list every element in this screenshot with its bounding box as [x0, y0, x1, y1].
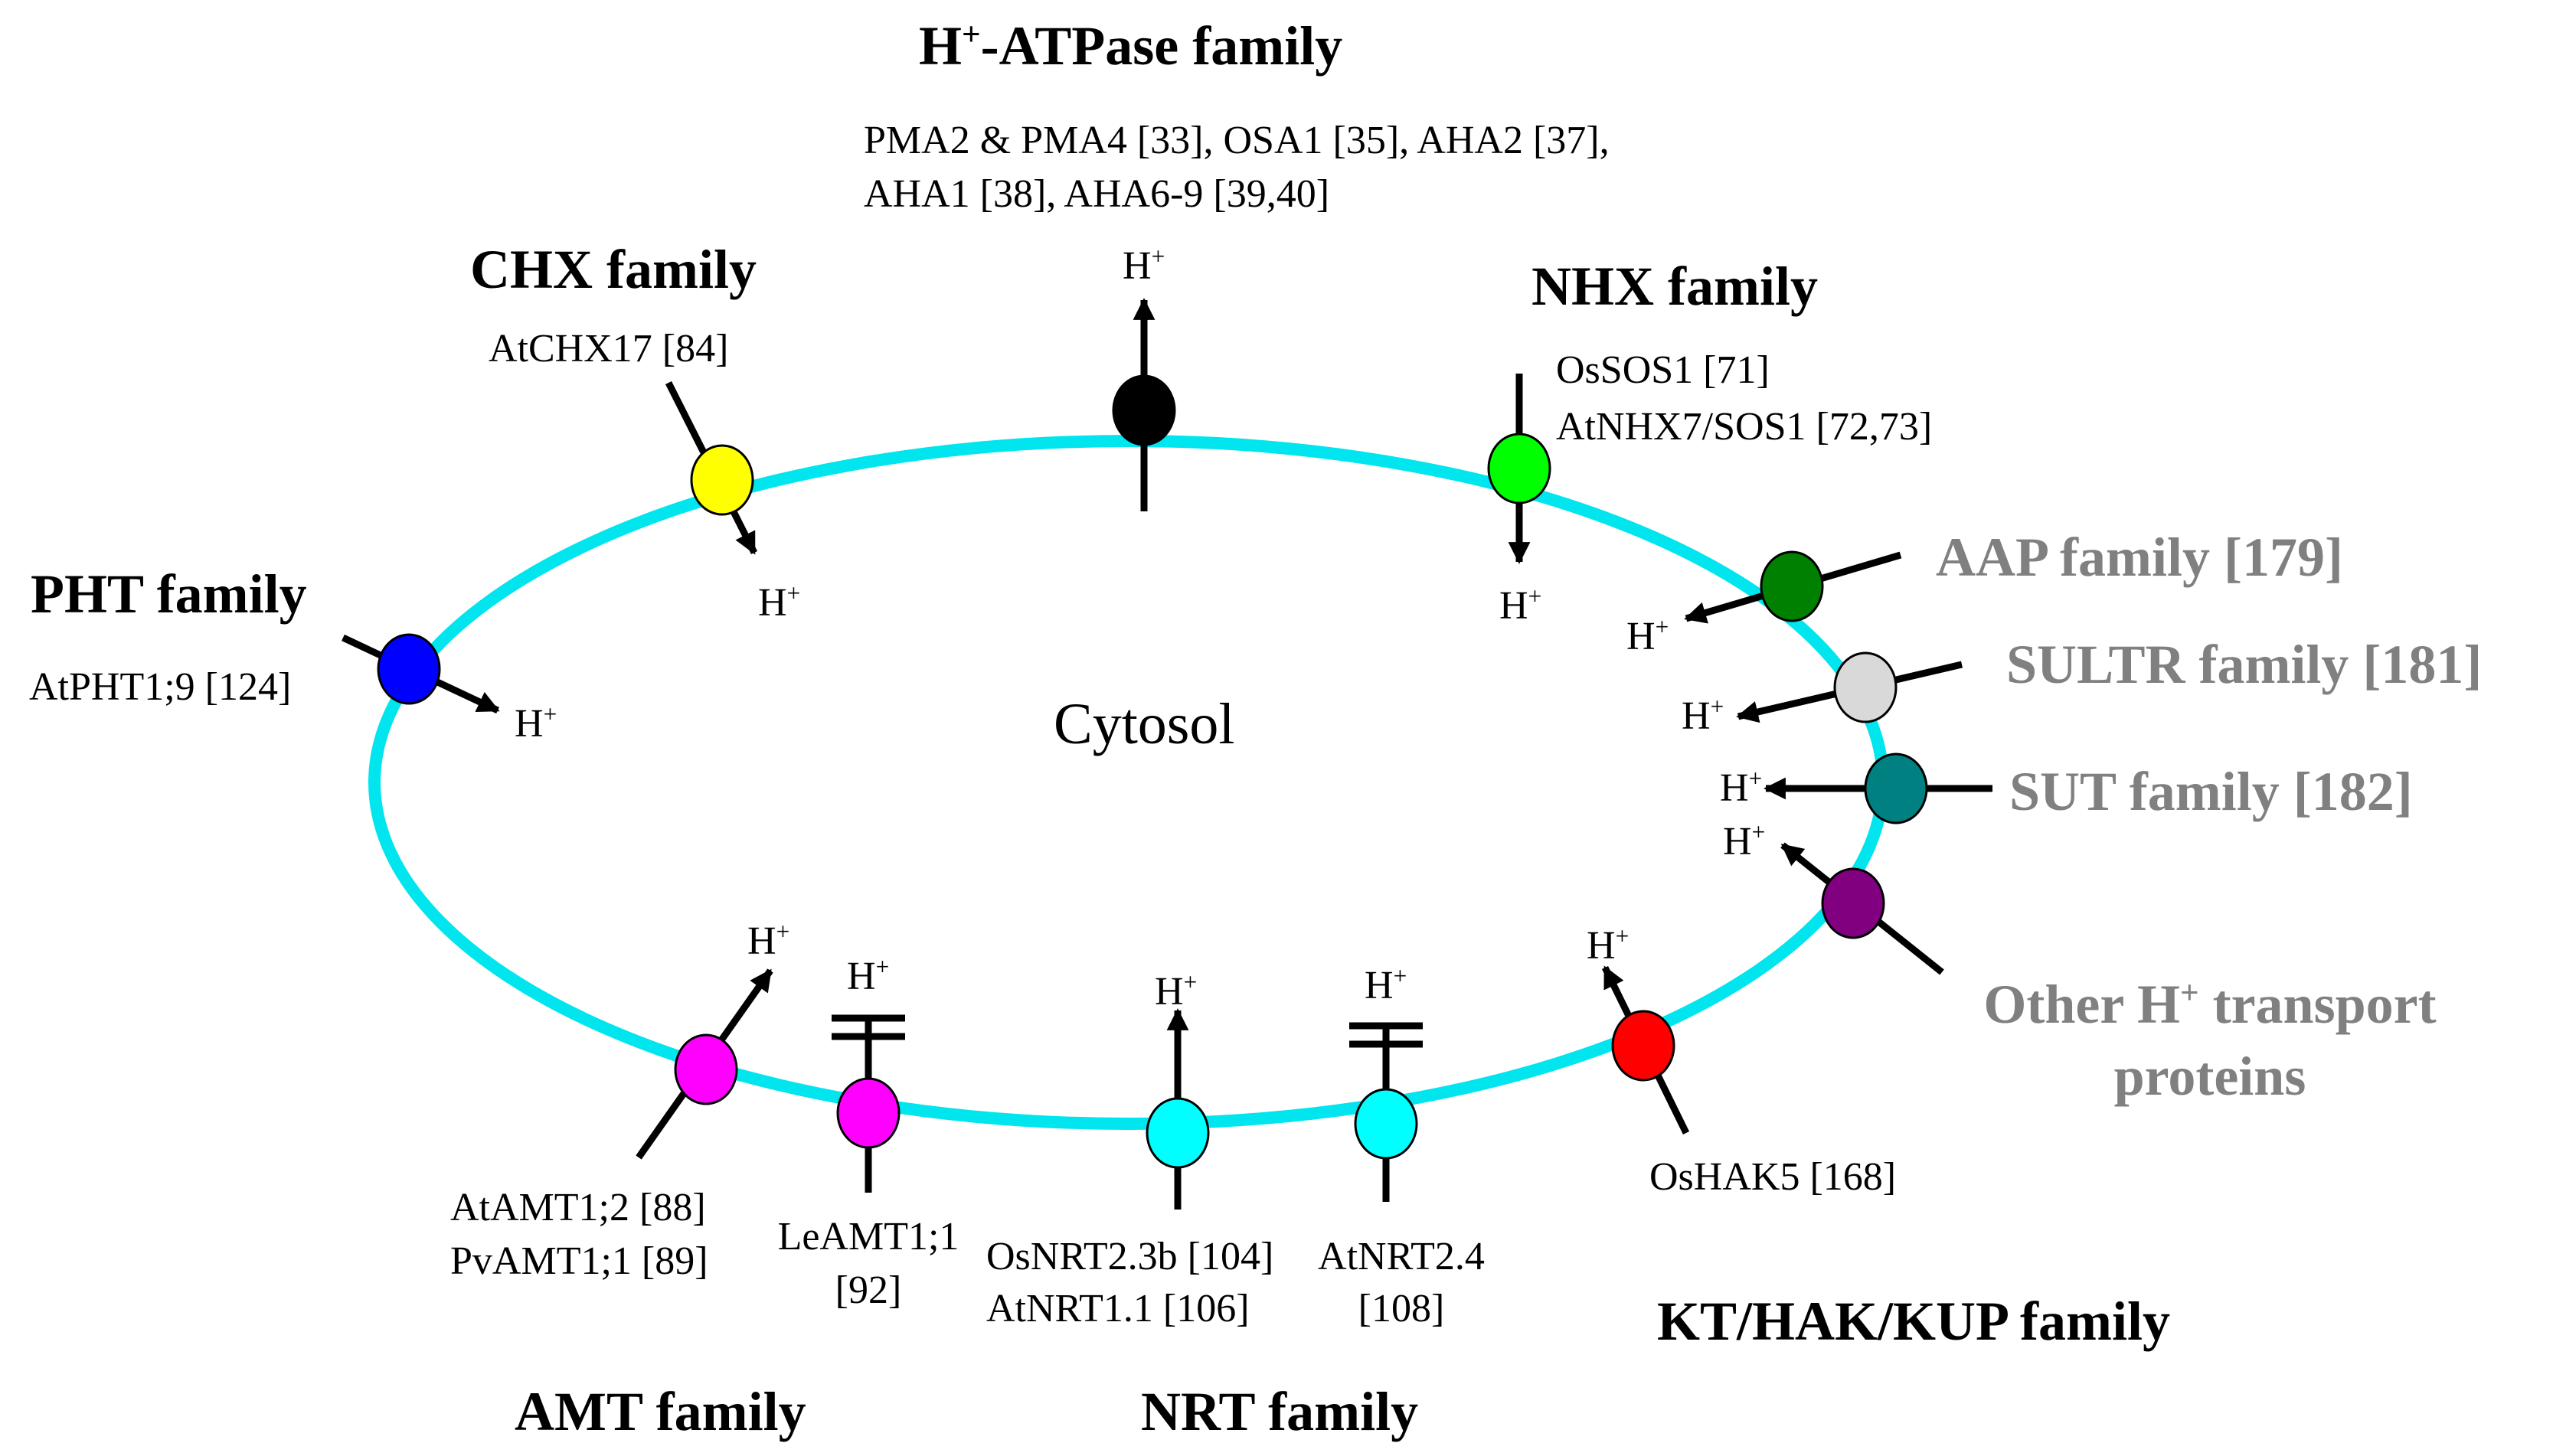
ion-charge: +: [1615, 922, 1630, 950]
nrt-a-members-line2: AtNRT1.1 [106]: [986, 1287, 1250, 1330]
ion-symbol: H: [1123, 244, 1152, 288]
other-h-ion: H+: [1723, 818, 1766, 863]
nhx-h-ion: H+: [1499, 583, 1542, 628]
nrt-a-h-ion: H+: [1155, 968, 1198, 1014]
sultr-transporter: [1833, 651, 1898, 723]
kup-transporter: [1611, 1010, 1675, 1082]
ion-symbol: H: [1499, 584, 1528, 628]
ion-symbol: H: [1587, 924, 1616, 968]
kup-h-ion: H+: [1587, 922, 1630, 968]
nrt-a-transporter: [1146, 1097, 1210, 1169]
ion-symbol: H: [758, 581, 787, 625]
amt-a-members-line1: AtAMT1;2 [88]: [450, 1186, 706, 1229]
ion-charge: +: [875, 953, 890, 981]
chx-transporter: [690, 444, 754, 516]
chx-family-title: CHX family: [470, 239, 757, 300]
amt-a-members-line2: PvAMT1;1 [89]: [450, 1239, 708, 1283]
h-atpase-members-line2: AHA1 [38], AHA6-9 [39,40]: [864, 172, 1330, 216]
kup-members: OsHAK5 [168]: [1649, 1155, 1897, 1199]
ion-charge: +: [1655, 613, 1669, 641]
h-atpase-title-sup: +: [962, 17, 981, 53]
pht-transporter: [377, 633, 441, 705]
h-atpase-title-suffix: -ATPase family: [980, 15, 1343, 77]
amt-b-members-line1: LeAMT1;1: [777, 1215, 959, 1258]
amt-b-transporter: [836, 1077, 901, 1149]
nrt-b-members-line1: AtNRT2.4: [1318, 1235, 1485, 1278]
sultr-h-ion: H+: [1682, 693, 1724, 738]
ion-charge: +: [1751, 818, 1766, 846]
sut-transporter: [1864, 752, 1928, 824]
h-atpase-transporter: [1112, 374, 1176, 446]
chx-h-ion: H+: [758, 579, 801, 625]
h-atpase-h-ion: H+: [1123, 243, 1165, 288]
amt-a-transporter: [674, 1033, 738, 1105]
ion-symbol: H: [1682, 694, 1711, 738]
sut-family-title: SUT family [182]: [2009, 761, 2413, 822]
other-family-title-line1: Other H+ transport: [1957, 977, 2463, 1032]
pht-family-title: PHT family: [31, 563, 307, 625]
other-transporter: [1821, 867, 1885, 939]
pht-h-ion: H+: [515, 700, 557, 746]
nhx-transporter: [1487, 433, 1551, 504]
h-atpase-members-line1: PMA2 & PMA4 [33], OSA1 [35], AHA2 [37],: [864, 119, 1610, 162]
ion-symbol: H: [515, 702, 544, 746]
ion-charge: +: [1151, 243, 1165, 270]
h-atpase-title-prefix: H: [919, 15, 963, 77]
chx-members: AtCHX17 [84]: [489, 327, 729, 371]
nrt-family-title: NRT family: [1141, 1381, 1419, 1442]
ion-charge: +: [1393, 962, 1407, 990]
ion-symbol: H: [1720, 766, 1749, 810]
pht-members: AtPHT1;9 [124]: [29, 665, 292, 709]
nhx-family-title: NHX family: [1531, 256, 1818, 317]
aap-h-ion: H+: [1626, 613, 1669, 658]
ion-symbol: H: [1626, 615, 1656, 658]
amt-b-h-ion: H+: [847, 953, 890, 998]
sut-h-ion: H+: [1720, 765, 1763, 810]
nrt-b-members-line2: [108]: [1358, 1287, 1445, 1330]
ion-symbol: H: [1723, 820, 1752, 863]
sultr-family-title: SULTR family [181]: [2006, 634, 2483, 695]
ion-charge: +: [1748, 765, 1763, 792]
aap-family-title: AAP family [179]: [1936, 527, 2343, 588]
nhx-members-line1: OsSOS1 [71]: [1556, 348, 1770, 392]
ion-charge: +: [776, 918, 790, 945]
ion-symbol: H: [1155, 970, 1184, 1014]
other-title-suffix: transport: [2198, 974, 2437, 1035]
ion-symbol: H: [847, 955, 876, 998]
ion-symbol: H: [747, 919, 776, 963]
other-title-sup: +: [2180, 975, 2199, 1011]
ion-symbol: H: [1365, 964, 1394, 1007]
other-title-prefix: Other H: [1983, 974, 2181, 1035]
kup-family-title: KT/HAK/KUP family: [1657, 1291, 2171, 1352]
ion-charge: +: [786, 579, 801, 607]
ion-charge: +: [1528, 583, 1542, 610]
amt-b-members-line2: [92]: [835, 1268, 902, 1312]
h-atpase-family-title: H+-ATPase family: [919, 18, 1342, 73]
ion-charge: +: [1183, 968, 1198, 996]
ion-charge: +: [543, 700, 557, 728]
nhx-members-line2: AtNHX7/SOS1 [72,73]: [1556, 405, 1933, 449]
aap-transporter: [1760, 550, 1824, 622]
nrt-a-members-line1: OsNRT2.3b [104]: [986, 1235, 1274, 1278]
amt-family-title: AMT family: [515, 1381, 806, 1442]
amt-a-h-ion: H+: [747, 918, 790, 963]
ion-charge: +: [1710, 693, 1724, 720]
cytosol-label: Cytosol: [1054, 692, 1235, 756]
other-family-title-line2: proteins: [2113, 1046, 2306, 1107]
nrt-b-transporter: [1354, 1088, 1418, 1160]
nrt-b-h-ion: H+: [1365, 962, 1407, 1007]
